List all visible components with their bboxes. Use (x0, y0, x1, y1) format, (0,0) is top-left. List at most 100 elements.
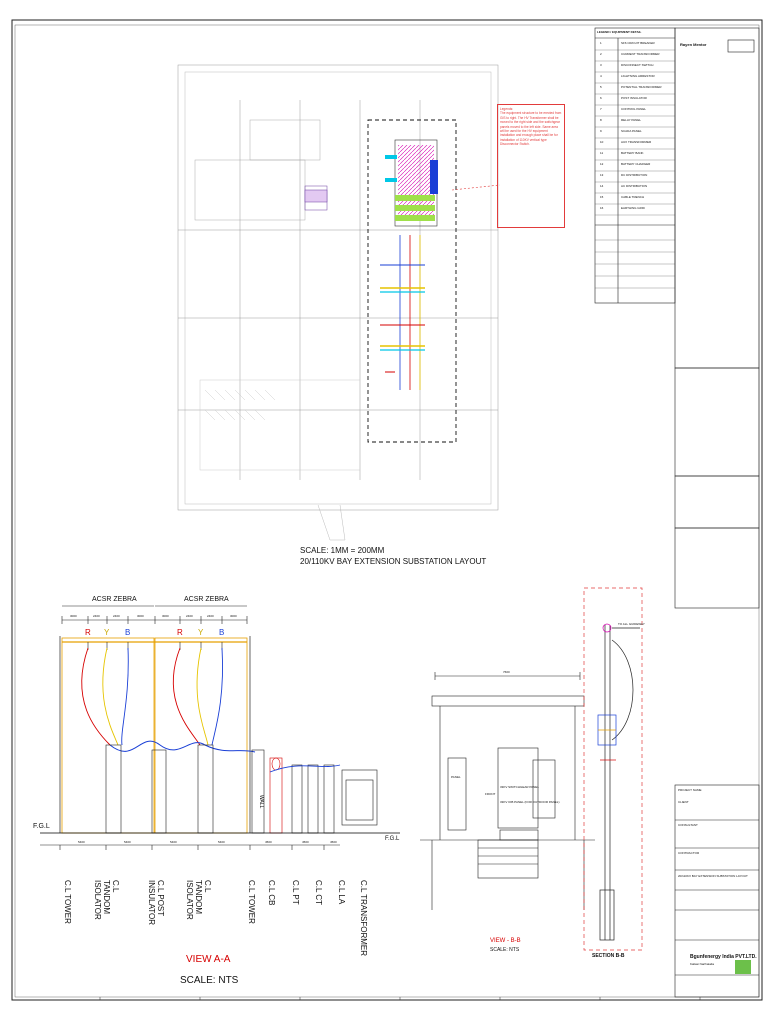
border-ticks (99, 997, 701, 1000)
legend-description: SF6 CIRCUIT BREAKER (621, 41, 655, 45)
legend-symbol: 12 (600, 162, 604, 166)
legend-symbol: 9 (600, 129, 602, 133)
legend-description: BATTERY CHARGER (621, 162, 651, 166)
dim-bottom-3: 5400 (170, 840, 177, 844)
eq-cl-cb: C.L CB (267, 880, 276, 906)
dim-bottom-5: 4500 (265, 840, 272, 844)
view-aa-elevation (40, 605, 400, 850)
fgl-label-right: F.G.L (385, 836, 400, 842)
bb-top-dim: 7600 (503, 670, 510, 674)
eq-cl-transformer: C.L TRANSFORMER (359, 880, 368, 957)
bb-label-front: FRONT (485, 792, 496, 796)
plan-scale: SCALE: 1MM = 200MM (300, 546, 385, 555)
drawing-title: 20/110KV BAY EXTENSION SUBSTATION LAYOUT (678, 874, 748, 878)
section-bb (583, 587, 643, 951)
legend-symbol: 3 (600, 63, 602, 67)
legend-symbol: 11 (600, 151, 604, 155)
view-bb-scale: SCALE: NTS (490, 947, 520, 953)
dim-top-2: 2400 (93, 614, 100, 618)
substation-plan (177, 64, 501, 541)
legend-symbol: 8 (600, 118, 602, 122)
dim-top-4: 3000 (137, 614, 144, 618)
legend-description: AUX TRANSFORMER (621, 140, 652, 144)
company-name: Rayen Mentor (680, 42, 707, 47)
legend-symbol: 5 (600, 85, 602, 89)
legend-symbol: 7 (600, 107, 602, 111)
legend-symbol: 13 (600, 173, 604, 177)
legend-description: DISCONNECT SWITCH (621, 63, 654, 67)
phase-r-2: R (177, 628, 183, 637)
section-top-label: TO ALL GUIDEWAY (618, 622, 645, 626)
project-line-1: PROJECT NAME (678, 788, 702, 792)
eq-cl-la: C.L LA (337, 880, 346, 905)
dim-bottom-4: 5400 (218, 840, 225, 844)
legend-description: BATTERY BANK (621, 151, 644, 155)
section-bb-title: SECTION B-B (592, 953, 625, 959)
phase-y-2: Y (198, 628, 204, 637)
dim-bottom-1: 5400 (78, 840, 85, 844)
dim-top-1: 3000 (70, 614, 77, 618)
legend-symbol: 4 (600, 74, 602, 78)
legend-description: POTENTIAL TRANSFORMER (621, 85, 662, 89)
legend-symbol: 2 (600, 52, 602, 56)
legend-description: LIGHTNING ARRESTOR (621, 74, 655, 78)
legend-description: AC DISTRIBUTION (621, 184, 648, 188)
dim-bottom-7: 4500 (330, 840, 337, 844)
project-line-3: CONSULTANT (678, 823, 698, 827)
phase-r-1: R (85, 628, 91, 637)
dim-top-5: 3000 (162, 614, 169, 618)
dim-top-6: 2400 (186, 614, 193, 618)
view-aa-title: VIEW A-A (186, 954, 231, 965)
layout-note: Legends: The equipment structure to be e… (497, 104, 565, 228)
legend-description: DC DISTRIBUTION (621, 173, 648, 177)
legend-description: RELAY PANEL (621, 118, 642, 122)
eq-post-insulator: C.L POST INSULATOR (147, 880, 165, 926)
eq-tandom-isolator-1: C.L TANDOM ISOLATOR (93, 880, 120, 920)
phase-b-1: B (125, 628, 131, 637)
fgl-label: F.G.L (33, 823, 50, 830)
conductor-label-1: ACSR ZEBRA (92, 596, 137, 603)
eq-cl-pt: C.L PT (291, 880, 300, 905)
legend-description: CURRENT TRANSFORMER (621, 52, 660, 56)
conductor-label-2: ACSR ZEBRA (184, 596, 229, 603)
dim-top-8: 3000 (230, 614, 237, 618)
eq-tandom-isolator-2: C.L TANDOM ISOLATOR (185, 880, 212, 920)
contractor-address: Kaliasi Narihatalia (690, 962, 715, 966)
wall-label: WALL (258, 795, 264, 809)
project-line-4: CONTRACTOR (678, 851, 700, 855)
note-text: The equipment structure to be erected fr… (500, 111, 562, 147)
legend-description: CONTROL PANEL (621, 107, 647, 111)
legend-description: CABLE TRENCH (621, 195, 645, 199)
bb-label-switchgear: 33KV SWITCHGEAR PANEL (500, 785, 539, 789)
plan-title: 20/110KV BAY EXTENSION SUBSTATION LAYOUT (300, 557, 487, 566)
legend-description: POST INSULATOR (621, 96, 647, 100)
eq-cl-tower-1: C.L TOWER (63, 880, 72, 924)
legend-symbol: 6 (600, 96, 602, 100)
legend-symbol: 14 (600, 184, 604, 188)
dim-bottom-2: 5400 (124, 840, 131, 844)
view-bb-title: VIEW - B-B (490, 938, 521, 944)
phase-b-2: B (219, 628, 225, 637)
legend-header: LEGEND / EQUIPMENT DETAIL (597, 30, 642, 34)
dim-top-3: 2400 (113, 614, 120, 618)
legend-symbol: 10 (600, 140, 604, 144)
dim-top-7: 2400 (207, 614, 214, 618)
view-bb-elevation (420, 672, 595, 910)
legend-symbol: 16 (600, 206, 604, 210)
dim-bottom-6: 4500 (302, 840, 309, 844)
legend-description: EARTHING GRID (621, 206, 645, 210)
legend-symbol: 1 (600, 41, 602, 45)
contractor-name: Bgunfenergy India PVT.LTD. (690, 954, 757, 960)
eq-cl-tower-2: C.L TOWER (247, 880, 256, 924)
phase-y-1: Y (104, 628, 110, 637)
legend-symbol: 15 (600, 195, 604, 199)
title-block (594, 27, 760, 998)
view-aa-scale: SCALE: NTS (180, 975, 239, 986)
legend-description: SCADA PANEL (621, 129, 642, 133)
bb-label-iob: 33KV IOB PANEL (FOR OUTDOOR PANEL) (500, 800, 560, 804)
project-line-2: CLIENT (678, 800, 689, 804)
bb-label-panel: PANEL (451, 775, 461, 779)
note-title: Legends: (500, 107, 514, 111)
eq-cl-ct: C.L CT (314, 880, 323, 906)
